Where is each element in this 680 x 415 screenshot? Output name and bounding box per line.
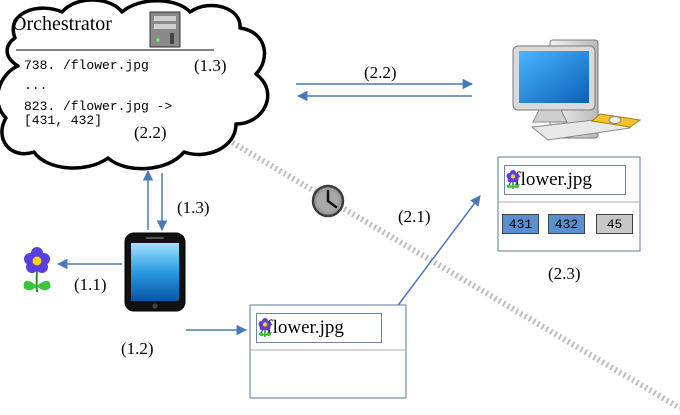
server-icon [149,11,181,48]
smartphone-icon [124,232,186,312]
log-ellipsis: ... [24,78,48,93]
label-phone-to-box: (1.2) [121,339,154,358]
log-line-823-continued: [431, 432] [24,113,103,128]
label-pc-box-step: (2.3) [548,264,581,283]
small-flower-icon [258,318,272,337]
pc-box-filename-chip: /flower.jpg [504,165,626,195]
log-line-823-step: (2.2) [134,123,167,142]
label-phone-to-cloud: (1.3) [177,198,210,217]
label-pc-exchange: (2.2) [364,63,397,82]
log-line-738-step: (1.3) [194,56,227,75]
orchestrator-title: Orchestrator [12,13,112,35]
phone-box-filename-chip: /flower.jpg [256,313,382,343]
log-line-738: 738. /flower.jpg [24,58,149,73]
desktop-computer-icon [512,39,642,141]
small-flower-icon [506,170,520,189]
phone-box-filename: /flower.jpg [261,317,344,338]
label-box-to-pc: (2.1) [398,207,431,226]
log-line-823: 823. /flower.jpg -> [24,99,173,114]
clock-icon [311,184,345,218]
orchestrator-cloud [0,0,270,171]
block-cell-45: 45 [596,214,633,234]
flower-icon [23,247,51,293]
block-cell-432: 432 [548,214,585,234]
label-phone-to-flower: (1.1) [74,275,107,294]
arrow-box-to-pc [383,195,481,325]
pc-box-filename: /flower.jpg [509,169,592,190]
block-cell-431: 431 [502,214,539,234]
